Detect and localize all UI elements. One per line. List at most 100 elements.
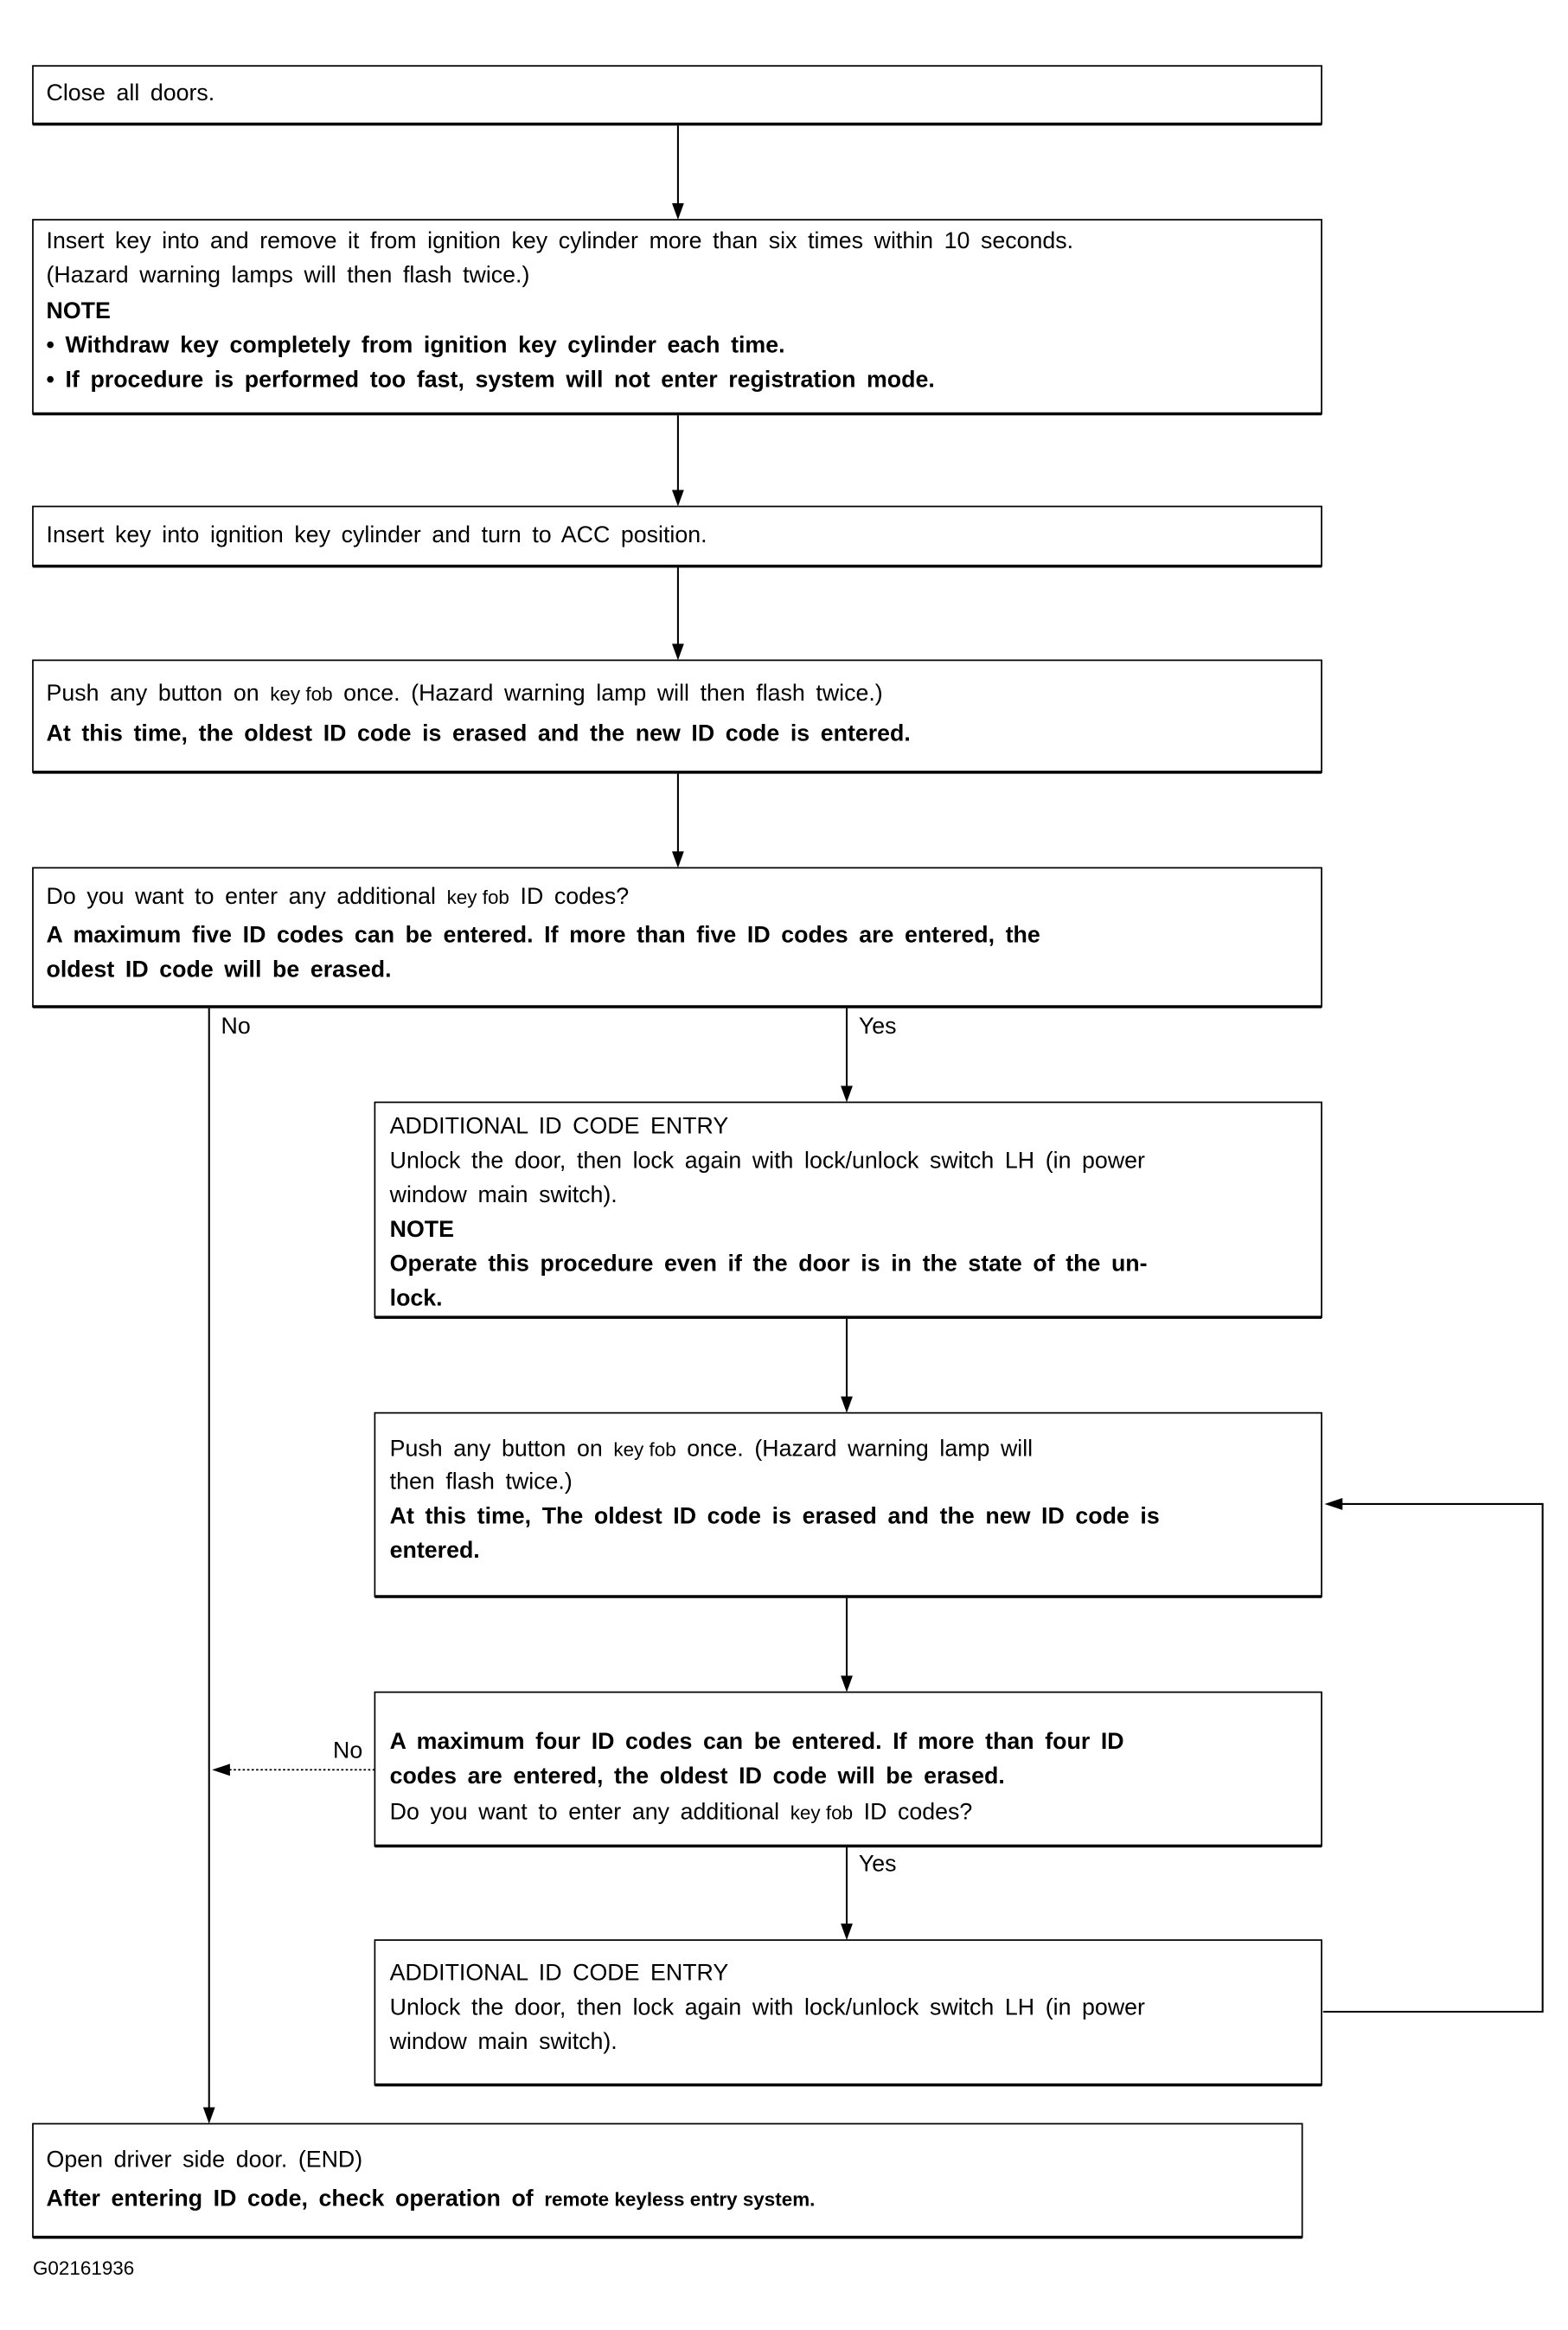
- text-segment: • If procedure is performed too fast, sy…: [47, 366, 935, 392]
- text-segment: • Withdraw key completely from ignition …: [47, 332, 785, 358]
- key-fob-term: key fob: [447, 887, 509, 908]
- text-segment: window main switch).: [389, 2028, 618, 2054]
- box-text-line: A maximum four ID codes can be entered. …: [390, 1728, 1124, 1754]
- box-text-line: Push any button on key fob once. (Hazard…: [47, 680, 883, 706]
- box-text-line: After entering ID code, check operation …: [47, 2185, 816, 2211]
- arrowhead-icon: [672, 643, 684, 661]
- box-text-line: Close all doors.: [47, 80, 215, 106]
- process-box-3: Insert key into ignition key cylinder an…: [32, 505, 1322, 568]
- box-text-line: Unlock the door, then lock again with lo…: [390, 1994, 1145, 2020]
- text-segment: Unlock the door, then lock again with lo…: [390, 1994, 1145, 2020]
- arrowhead-icon: [841, 1396, 853, 1413]
- text-segment: ID codes?: [509, 883, 629, 909]
- process-box-2: Insert key into and remove it from ignit…: [32, 219, 1322, 416]
- figure-code: G02161936: [33, 2257, 134, 2279]
- box-border: [374, 1101, 1322, 1318]
- box-text-line: • If procedure is performed too fast, sy…: [47, 366, 935, 392]
- process-box-10: Open driver side door. (END) After enteri…: [32, 2122, 1303, 2239]
- text-segment: Insert key into and remove it from ignit…: [47, 227, 1074, 253]
- box-border: [374, 1939, 1322, 2086]
- box-border: [32, 219, 1322, 415]
- text-segment: Push any button on: [47, 680, 271, 706]
- box-border: [374, 1411, 1322, 1597]
- branch-label-no: No: [333, 1737, 362, 1763]
- text-segment: Open driver side door. (END): [47, 2147, 363, 2173]
- arrowhead-icon: [841, 1675, 853, 1693]
- process-box-4: Push any button on key fob once. (Hazard…: [32, 659, 1322, 774]
- text-segment: lock.: [390, 1284, 443, 1310]
- connector-loop-back: [1322, 1502, 1544, 2013]
- text-segment: codes are entered, the oldest ID code wi…: [390, 1763, 1005, 1789]
- key-fob-term: key fob: [270, 683, 332, 705]
- box-text-line: NOTE: [47, 298, 111, 323]
- box-text-line: window main switch).: [389, 1181, 618, 1207]
- text-segment: At this time, the oldest ID code is eras…: [47, 720, 911, 746]
- text-segment: At this time, The oldest ID code is eras…: [390, 1502, 1160, 1528]
- box-text-line: codes are entered, the oldest ID code wi…: [390, 1763, 1005, 1789]
- arrowhead-icon: [1324, 1498, 1343, 1510]
- box-border: [32, 867, 1322, 1008]
- key-fob-term: remote keyless entry system.: [544, 2188, 815, 2210]
- connectors: [202, 125, 1544, 2124]
- branch-label-yes: Yes: [859, 1851, 897, 1877]
- text-segment: ADDITIONAL ID CODE ENTRY: [390, 1960, 729, 1986]
- text-segment: NOTE: [47, 298, 111, 323]
- box-text-line: Insert key into ignition key cylinder an…: [47, 522, 707, 547]
- text-segment: window main switch).: [389, 1181, 618, 1207]
- box-text-line: then flash twice.): [390, 1469, 573, 1495]
- text-segment: Insert key into ignition key cylinder an…: [47, 522, 707, 547]
- box-text-line: Do you want to enter any additional key …: [390, 1798, 973, 1824]
- text-segment: Close all doors.: [47, 80, 215, 106]
- branch-label-no: No: [221, 1013, 251, 1039]
- arrowhead-icon: [841, 1924, 853, 1941]
- arrowhead-icon: [672, 203, 684, 221]
- box-border: [32, 65, 1322, 125]
- box-text-line: At this time, the oldest ID code is eras…: [47, 720, 911, 746]
- key-fob-term: key fob: [613, 1439, 675, 1461]
- box-text-line: entered.: [390, 1537, 480, 1563]
- text-segment: (Hazard warning lamps will then flash tw…: [47, 262, 530, 288]
- key-fob-term: key fob: [790, 1802, 853, 1823]
- box-text-line: At this time, The oldest ID code is eras…: [390, 1502, 1160, 1528]
- text-segment: Do you want to enter any additional: [390, 1798, 790, 1824]
- arrowhead-icon: [672, 851, 684, 868]
- text-segment: A maximum five ID codes can be entered. …: [47, 922, 1040, 948]
- text-segment: After entering ID code, check operation …: [47, 2185, 545, 2211]
- process-box-7: Push any button on key fob once. (Hazard…: [374, 1411, 1322, 1598]
- box-text-line: Operate this procedure even if the door …: [390, 1251, 1148, 1277]
- box-text-line: Push any button on key fob once. (Hazard…: [390, 1436, 1033, 1462]
- box-border: [32, 2122, 1303, 2238]
- box-text-line: ADDITIONAL ID CODE ENTRY: [390, 1113, 729, 1139]
- text-segment: Unlock the door, then lock again with lo…: [390, 1147, 1145, 1173]
- box-text-line: A maximum five ID codes can be entered. …: [47, 922, 1040, 948]
- box-text-line: lock.: [390, 1284, 443, 1310]
- box-text-line: Insert key into and remove it from ignit…: [47, 227, 1074, 253]
- box-text-line: • Withdraw key completely from ignition …: [47, 332, 785, 358]
- text-segment: once. (Hazard warning lamp will then fla…: [333, 680, 883, 706]
- text-segment: Operate this procedure even if the door …: [390, 1251, 1148, 1277]
- box-text-line: window main switch).: [389, 2028, 618, 2054]
- box-border: [32, 659, 1322, 773]
- process-box-6: ADDITIONAL ID CODE ENTRY Unlock the door,…: [374, 1101, 1322, 1319]
- text-segment: NOTE: [390, 1216, 454, 1242]
- process-box-1: Close all doors.: [32, 65, 1322, 126]
- process-box-8: A maximum four ID codes can be entered. …: [374, 1691, 1322, 1848]
- text-segment: entered.: [390, 1537, 480, 1563]
- box-text-line: NOTE: [390, 1216, 454, 1242]
- process-box-9: ADDITIONAL ID CODE ENTRY Unlock the door,…: [374, 1939, 1322, 2087]
- text-segment: once. (Hazard warning lamp will: [676, 1436, 1033, 1462]
- box-border: [374, 1691, 1322, 1847]
- box-border: [32, 505, 1322, 567]
- arrowhead-icon: [672, 490, 684, 507]
- text-segment: then flash twice.): [390, 1469, 573, 1495]
- text-segment: ADDITIONAL ID CODE ENTRY: [390, 1113, 729, 1139]
- text-segment: Do you want to enter any additional: [47, 883, 447, 909]
- arrowhead-icon: [212, 1764, 230, 1776]
- arrowhead-icon: [202, 2107, 215, 2124]
- process-box-5: Do you want to enter any additional key …: [32, 867, 1322, 1008]
- text-segment: A maximum four ID codes can be entered. …: [390, 1728, 1124, 1754]
- branch-label-yes: Yes: [859, 1013, 897, 1039]
- box-text-line: Unlock the door, then lock again with lo…: [390, 1147, 1145, 1173]
- box-text-line: (Hazard warning lamps will then flash tw…: [47, 262, 530, 288]
- box-text-line: oldest ID code will be erased.: [47, 956, 392, 982]
